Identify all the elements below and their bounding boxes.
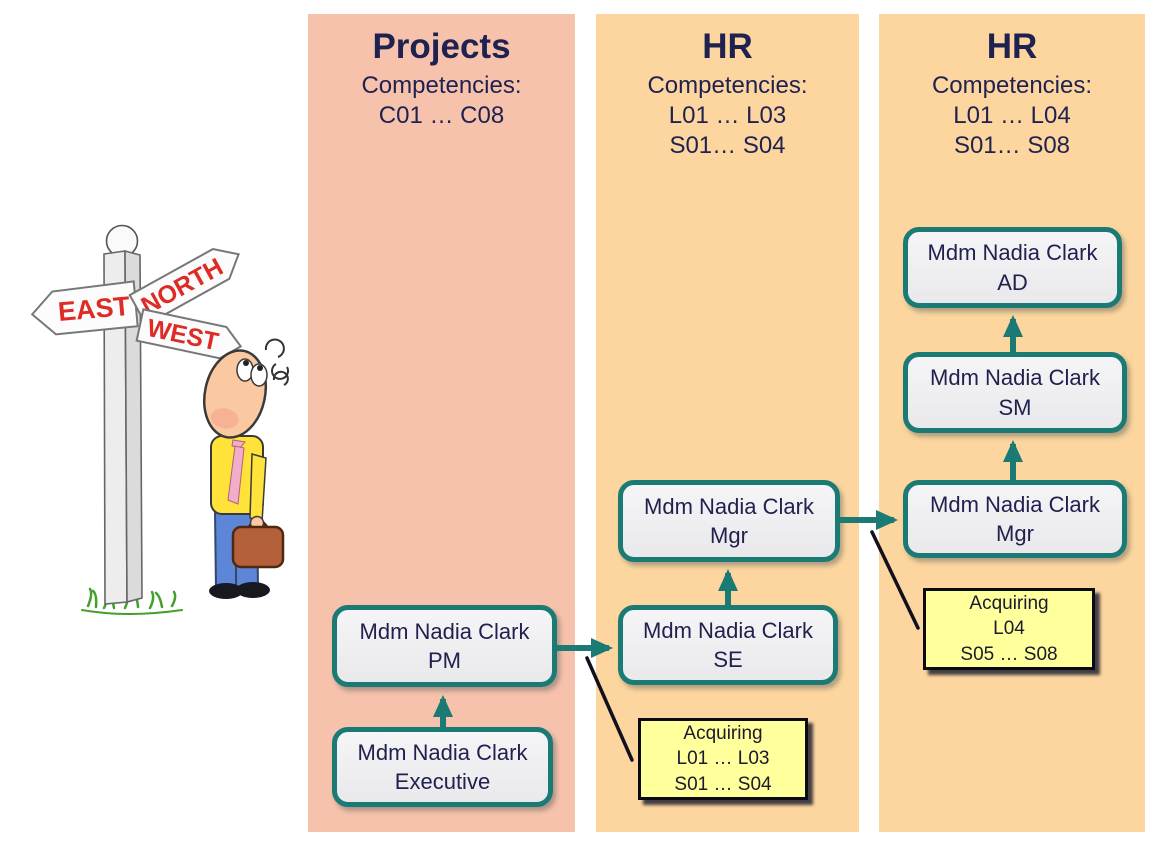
column-hr-middle-competency-range-l: L01 … L03 [668,101,787,129]
column-hr-right-title: HR [986,27,1038,66]
acquiring-note-s-range: S01 … S04 [674,773,772,795]
column-hr-right-competencies-label: Competencies: [931,71,1093,99]
signpost [103,224,143,605]
signpost-east-label: EAST [57,291,132,327]
column-hr-middle-competencies-label: Competencies: [647,71,808,99]
column-hr-middle-competency-range-s: S01… S04 [669,132,786,160]
rolebox-person-name: Mdm Nadia Clark [927,240,1098,266]
rolebox-person-name: Mdm Nadia Clark [930,491,1100,517]
signpost-arm-east: EAST [30,280,139,336]
person-cheek [210,408,239,429]
rolebox-person-name: Mdm Nadia Clark [643,617,813,643]
rolebox-person-name: Mdm Nadia Clark [357,739,528,765]
briefcase [231,525,285,569]
column-projects-competency-range: C01 … C08 [378,101,505,129]
column-hr-middle: HR Competencies: L01 … L03 S01… S04 [596,14,859,832]
rolebox-person-name: Mdm Nadia Clark [644,493,814,519]
person-hair [264,338,289,386]
column-hr-middle-title: HR [702,27,753,66]
rolebox-sm: Mdm Nadia Clark SM [903,352,1127,433]
acquiring-note-l-range: L01 … L03 [676,748,770,770]
column-projects: Projects Competencies: C01 … C08 [308,14,575,832]
acquiring-note-middle: Acquiring L01 … L03 S01 … S04 [638,718,808,800]
person-arm [249,453,267,524]
column-projects-title: Projects [372,27,511,66]
rolebox-role: Executive [394,769,491,794]
rolebox-pm: Mdm Nadia Clark PM [332,605,557,687]
column-hr-right-competency-range-s: S01… S08 [953,132,1071,160]
rolebox-ad: Mdm Nadia Clark AD [903,227,1122,308]
crossroads-illustration: EAST NORTH WEST [30,224,289,615]
person-eye [250,363,268,387]
acquiring-note-title: Acquiring [683,722,763,744]
rolebox-role: SM [998,394,1032,420]
rolebox-role: AD [997,269,1028,295]
acquiring-note-right: Acquiring L04 S05 … S08 [923,588,1095,670]
person-shoe [209,583,243,599]
rolebox-role: SE [713,647,743,672]
person-shoe [236,582,270,598]
rolebox-se: Mdm Nadia Clark SE [618,605,838,685]
rolebox-role: PM [428,648,461,673]
rolebox-role: Mgr [710,523,748,548]
person-head [203,349,267,439]
person [203,338,289,599]
acquiring-note-l-range: L04 [993,618,1025,640]
rolebox-executive: Mdm Nadia Clark Executive [332,727,553,807]
rolebox-role: Mgr [996,521,1034,546]
rolebox-person-name: Mdm Nadia Clark [359,618,530,644]
acquiring-note-s-range: S05 … S08 [960,643,1058,665]
rolebox-mgr-right: Mdm Nadia Clark Mgr [903,480,1127,558]
rolebox-person-name: Mdm Nadia Clark [930,365,1100,391]
acquiring-note-title: Acquiring [969,592,1049,614]
person-tie [227,445,245,505]
column-projects-competencies-label: Competencies: [361,71,522,99]
rolebox-mgr-middle: Mdm Nadia Clark Mgr [618,480,840,562]
column-hr-right-competency-range-l: L01 … L04 [953,101,1071,129]
